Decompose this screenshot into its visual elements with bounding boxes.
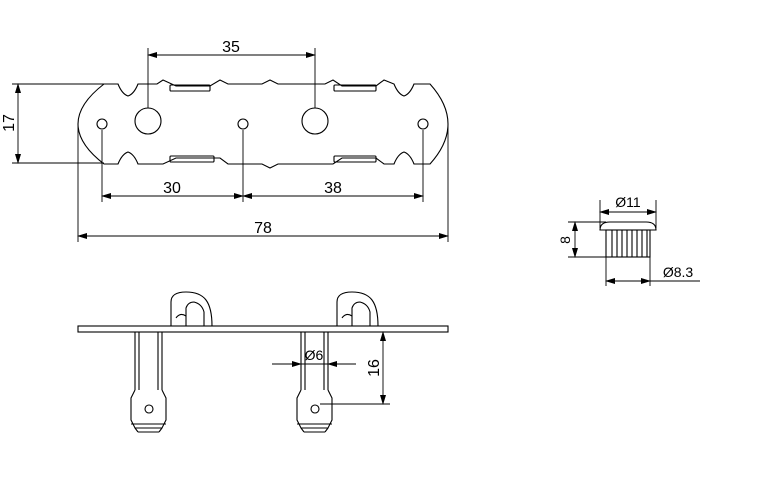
dimension-label-35: 35: [222, 39, 240, 56]
dimension-78: 78: [77, 124, 449, 242]
dimension-30-38: 30 38: [101, 130, 424, 202]
dimension-35: 35: [147, 39, 316, 108]
dimension-label-17: 17: [1, 114, 18, 132]
dimension-label-d6: Ø6: [305, 347, 324, 363]
dimension-label-d8-3: Ø8.3: [663, 264, 694, 280]
pin-left: [130, 332, 167, 433]
dimension-label-30: 30: [163, 180, 181, 197]
cap-detail: [599, 221, 657, 258]
dimension-diameter-6: Ø6: [272, 347, 356, 367]
dimension-8: 8: [557, 221, 606, 258]
mount-hole-left: [96, 118, 108, 130]
dimension-label-8: 8: [557, 236, 573, 244]
dimension-16: 16: [320, 331, 448, 405]
dimension-17: 17: [1, 83, 104, 164]
plate-side-view: [77, 291, 449, 433]
mount-hole-center: [237, 118, 249, 130]
pin-hole-left: [134, 107, 162, 135]
dimension-diameter-11: Ø11: [599, 194, 657, 228]
dimension-label-d11: Ø11: [615, 194, 641, 210]
pin-hole-right: [301, 107, 329, 135]
dimension-label-38: 38: [324, 180, 342, 197]
dimension-label-16: 16: [366, 359, 383, 377]
dimension-label-78: 78: [254, 220, 272, 237]
mount-hole-right: [417, 118, 429, 130]
plate-top-view: [77, 79, 449, 169]
dimension-diameter-8-3: Ø8.3: [605, 257, 700, 286]
